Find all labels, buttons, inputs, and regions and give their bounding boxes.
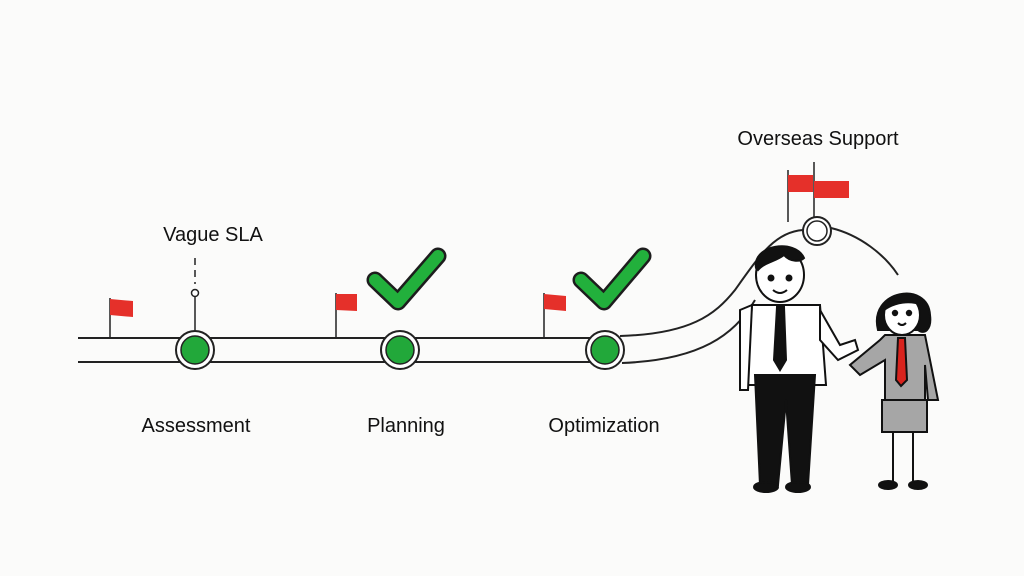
man-illustration bbox=[739, 245, 860, 493]
red-flag-icon bbox=[543, 293, 566, 338]
red-flag-icon bbox=[335, 293, 357, 338]
woman-illustration bbox=[848, 292, 940, 490]
milestone-node-icon bbox=[380, 330, 420, 370]
road bbox=[78, 227, 899, 364]
red-flag-icon bbox=[787, 162, 849, 222]
checkmark-icon bbox=[575, 250, 649, 308]
milestone-label-planning: Planning bbox=[367, 415, 445, 437]
checkmark-icon bbox=[369, 250, 444, 308]
destination-label: Overseas Support bbox=[737, 128, 899, 150]
milestone-label-optimization: Optimization bbox=[548, 415, 660, 437]
red-flag-icon bbox=[109, 298, 133, 338]
milestone-node-icon bbox=[585, 330, 625, 370]
milestone-node-icon bbox=[175, 330, 215, 370]
milestone-label-assessment: Assessment bbox=[141, 415, 251, 437]
vague-sla-marker bbox=[190, 258, 200, 332]
annotation-vague-sla: Vague SLA bbox=[163, 224, 263, 246]
open-node-icon bbox=[802, 216, 832, 246]
